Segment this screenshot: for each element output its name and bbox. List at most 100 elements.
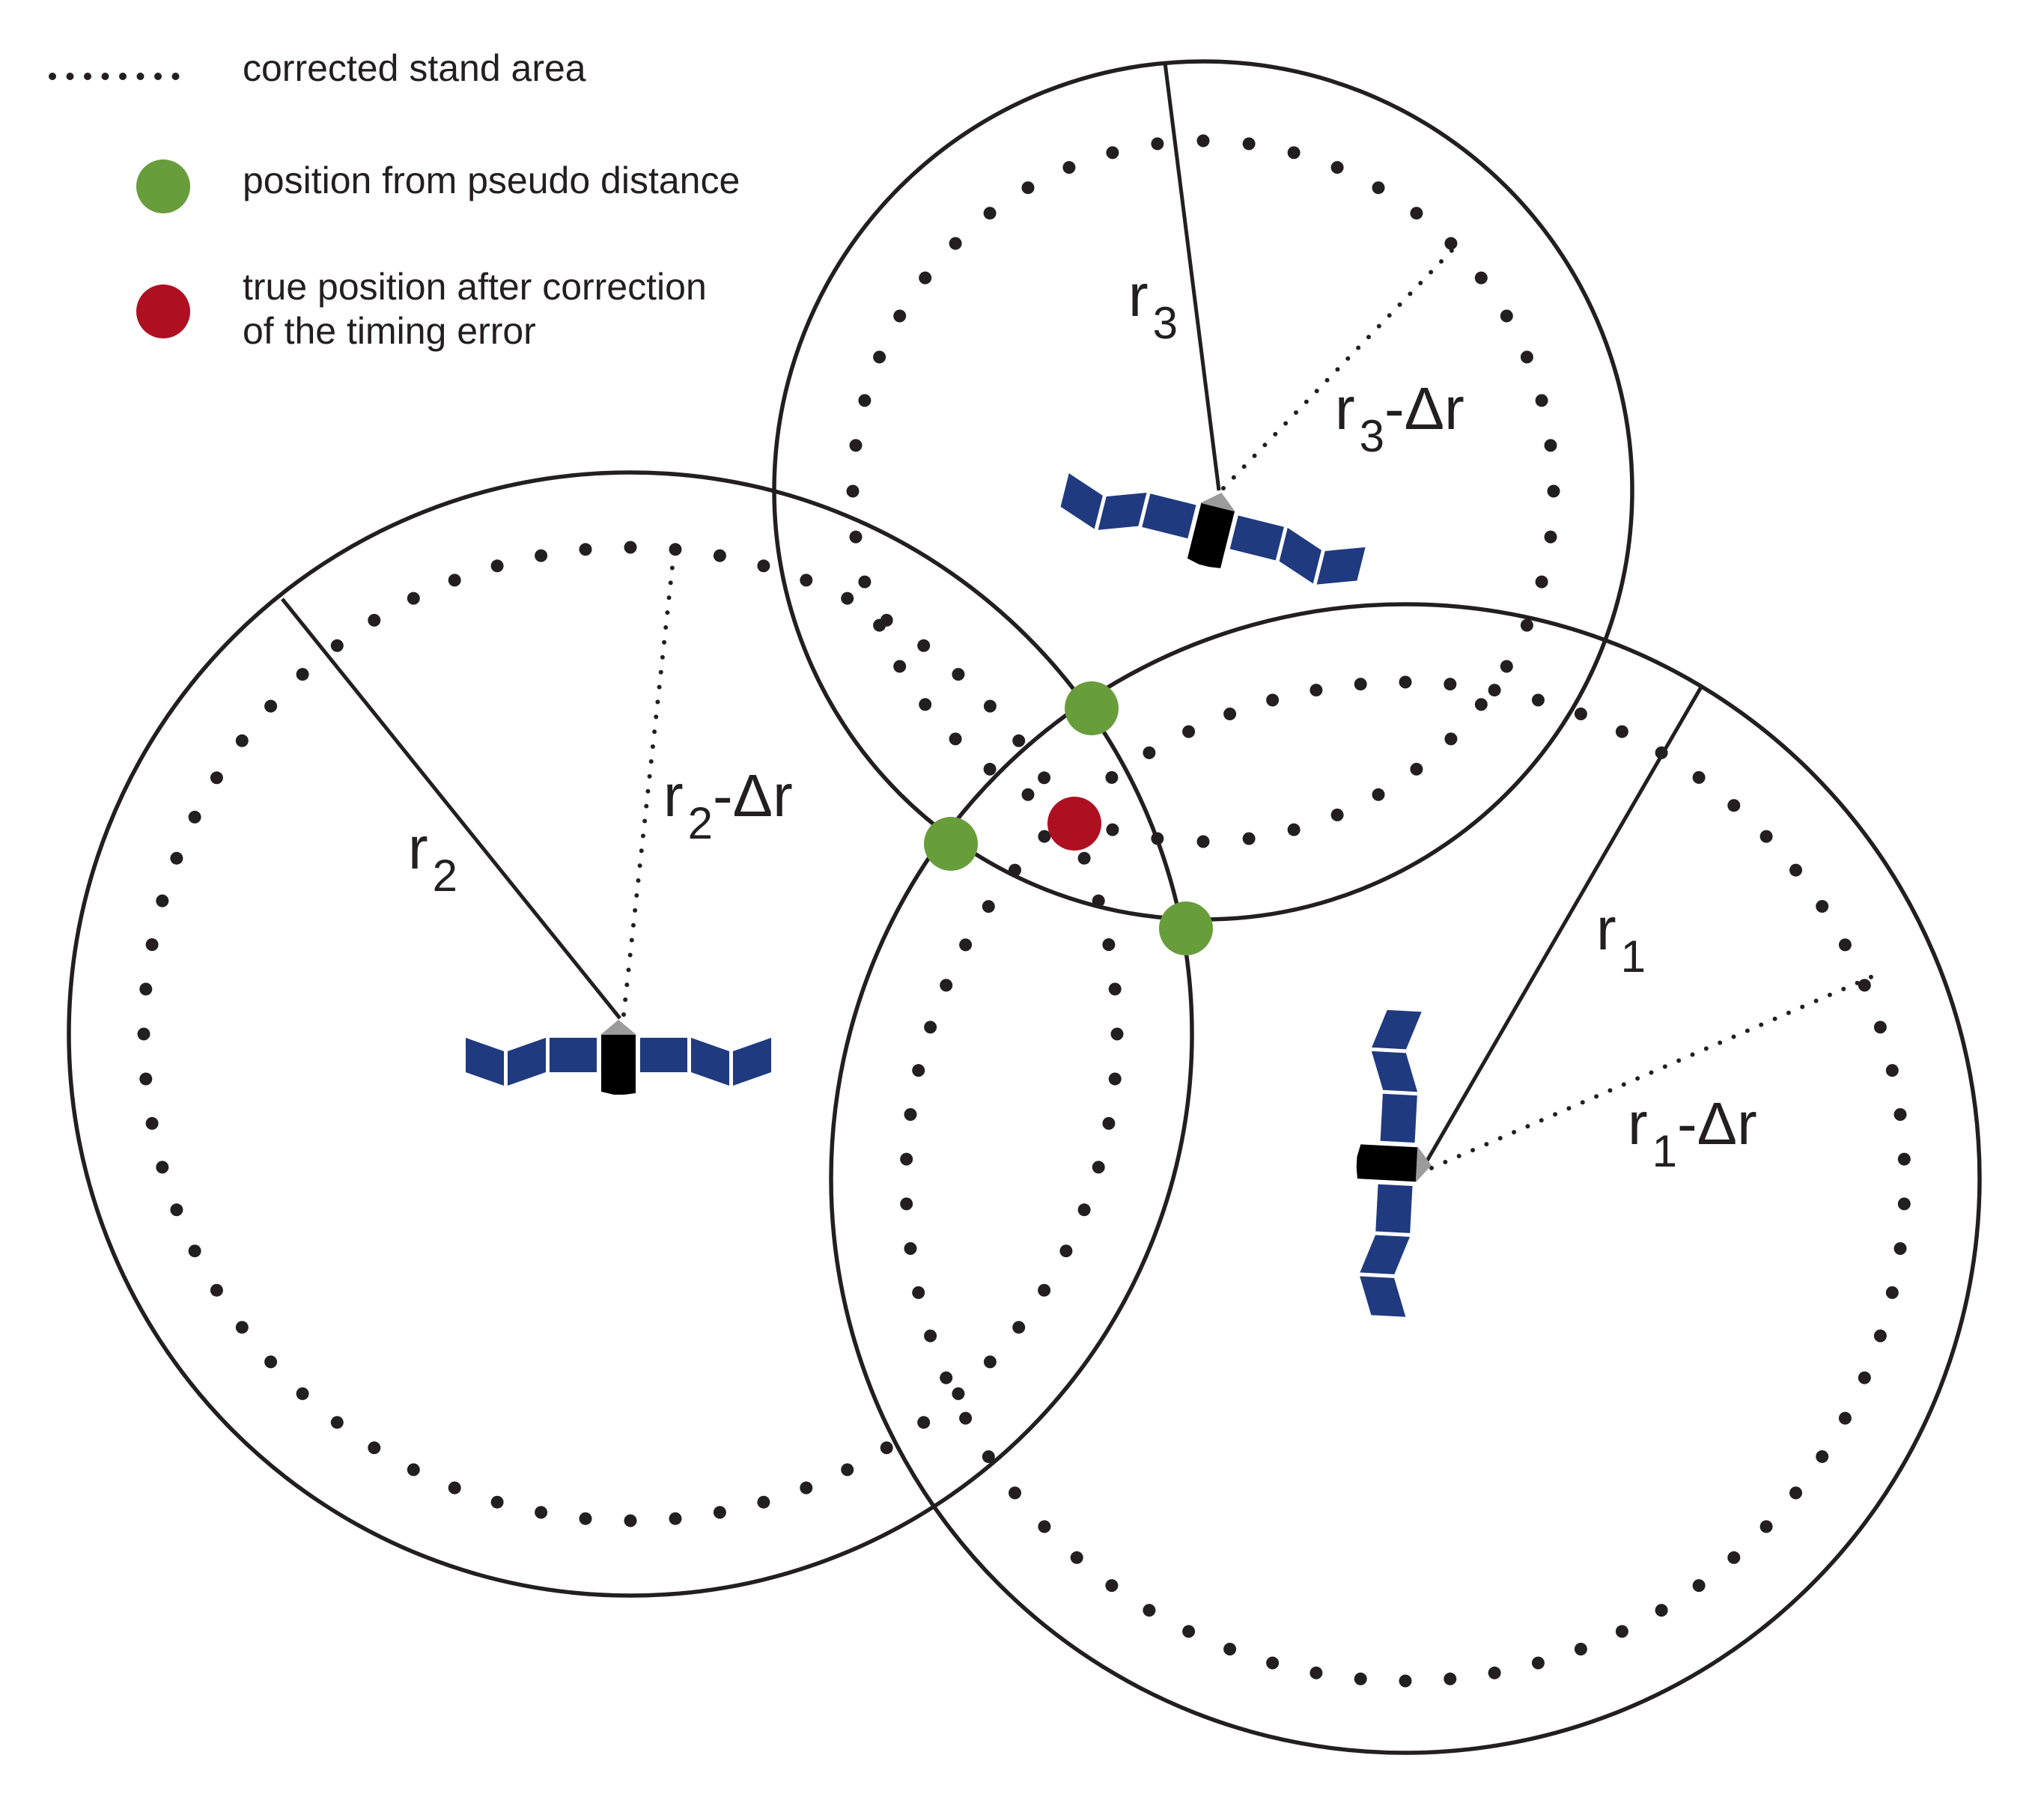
corrected-ring-dot-1 <box>1038 1520 1051 1533</box>
pseudo-position-marker-top <box>1065 681 1119 735</box>
corrected-ring-dot-1 <box>912 1286 925 1299</box>
corrected-ring-dot-2 <box>139 982 153 996</box>
corrected-ring-dot-3 <box>1500 309 1513 323</box>
corrected-ring-dot-1 <box>959 1411 973 1425</box>
corrected-ring-dot-3 <box>1520 350 1533 364</box>
corrected-ring-dot-3 <box>873 618 886 632</box>
pseudo-range-circle-2 <box>67 470 1194 1598</box>
corrected-ring-dot-1 <box>1143 1604 1156 1617</box>
corrected-ring-dot-3 <box>1372 181 1385 195</box>
legend-dot <box>154 73 162 80</box>
corrected-radius-line-r1 <box>1429 974 1875 1170</box>
corrected-ring-dot-1 <box>1531 1656 1545 1670</box>
dotted-line-icon <box>49 73 180 80</box>
corrected-ring-dot-3 <box>858 394 872 407</box>
legend: corrected stand area position from pseud… <box>49 47 740 352</box>
corrected-ring-dot-2 <box>1110 1027 1124 1041</box>
corrected-ring-dot-2 <box>170 851 183 865</box>
corrected-ring-dot-2 <box>368 1441 381 1455</box>
corrected-ring-dot-1 <box>1615 1625 1628 1638</box>
corrected-ring-dot-2 <box>156 894 169 907</box>
corrected-ring-dot-3 <box>1242 137 1256 150</box>
corrected-ring-dot-1 <box>900 1197 913 1211</box>
corrected-ring-dot-2 <box>669 543 682 556</box>
corrected-ring-dot-1 <box>1897 1152 1911 1166</box>
corrected-ring-dot-3 <box>1287 823 1301 836</box>
corrected-ring-dot-1 <box>1838 1411 1852 1425</box>
pseudo-position-marker-bottom <box>1159 901 1213 955</box>
corrected-ring-dot-2 <box>296 668 309 681</box>
corrected-ring-dot-2 <box>800 1481 813 1495</box>
corrected-ring-dot-3 <box>1062 161 1076 174</box>
corrected-ring-dot-1 <box>1692 770 1706 784</box>
corrected-ring-dot-1 <box>1266 693 1280 707</box>
corrected-ring-dot-3 <box>1372 788 1385 801</box>
corrected-ring-dot-2 <box>1012 734 1026 747</box>
corrected-ring-dot-2 <box>757 559 770 573</box>
legend-label-corrected-stand-area: corrected stand area <box>243 47 586 89</box>
corrected-ring-dot-3 <box>1444 732 1458 746</box>
legend-label-true-position-line2: of the timing error <box>243 310 536 352</box>
corrected-ring-dot-1 <box>1727 1551 1741 1564</box>
corrected-ring-dot-3 <box>1196 134 1210 148</box>
corrected-ring-dot-3 <box>1444 237 1458 250</box>
corrected-ring-dot-2 <box>841 1463 854 1477</box>
corrected-ring-dot-1 <box>940 979 953 992</box>
corrected-ring-dot-2 <box>800 574 813 587</box>
corrected-ring-dot-2 <box>330 1416 344 1429</box>
corrected-ring-dot-3 <box>1520 618 1533 632</box>
corrected-ring-dot-1 <box>1838 938 1852 952</box>
pseudo-range-circle-1 <box>829 602 1982 1755</box>
corrected-ring-dot-2 <box>624 1514 637 1527</box>
pseudo-position-marker-left <box>924 817 978 871</box>
corrected-ring-dot-1 <box>1574 1643 1587 1655</box>
corrected-ring-dot-2 <box>156 1161 169 1174</box>
red-dot-icon <box>136 285 190 338</box>
corrected-radius-line-r3 <box>1221 238 1464 490</box>
corrected-ring-dot-1 <box>1310 1666 1323 1679</box>
true-position-marker <box>1047 797 1101 851</box>
corrected-ring-dot-3 <box>949 732 962 746</box>
legend-dot <box>49 73 56 80</box>
satellite-icon <box>1055 455 1370 603</box>
corrected-ring-dot-2 <box>757 1495 770 1509</box>
satellite-icon <box>1348 1009 1440 1319</box>
satellite-1 <box>1348 1009 1440 1319</box>
corrected-ring-dot-2 <box>448 1481 461 1495</box>
satellite-3 <box>1055 455 1370 603</box>
corrected-ring-dot-3 <box>1500 660 1513 673</box>
corrected-ring-dot-1 <box>1574 708 1587 720</box>
corrected-ring-dot-2 <box>1092 1161 1105 1174</box>
corrected-stand-area-rings <box>137 134 1911 1688</box>
corrected-ring-dot-2 <box>1012 1321 1026 1334</box>
radius-line-r1 <box>1424 684 1704 1164</box>
corrected-ring-dot-2 <box>579 543 592 556</box>
corrected-ring-dot-2 <box>264 1355 278 1369</box>
satellite-icon <box>466 1020 771 1095</box>
corrected-ring-dot-1 <box>912 1064 925 1077</box>
corrected-ring-dot-1 <box>1873 1021 1887 1034</box>
corrected-ring-dot-2 <box>235 1321 249 1334</box>
corrected-ring-dot-3 <box>1535 394 1548 407</box>
corrected-ring-dot-1 <box>959 938 973 952</box>
corrected-ring-dot-1 <box>1444 1672 1457 1685</box>
legend-label-true-position-line1: true position after correction <box>243 266 707 308</box>
corrected-ring-dot-2 <box>145 1116 159 1130</box>
corrected-ring-dot-1 <box>900 1152 913 1166</box>
corrected-ring-dot-3 <box>983 207 997 220</box>
corrected-ring-dot-2 <box>264 699 278 713</box>
corrected-ring-dot-2 <box>535 549 548 562</box>
corrected-ring-dot-2 <box>1038 1283 1051 1297</box>
corrected-ring-dot-2 <box>713 1506 726 1519</box>
corrected-ring-dot-3 <box>1106 146 1119 159</box>
corrected-ring-dot-2 <box>1102 1116 1116 1130</box>
corrected-ring-dot-1 <box>1354 1672 1367 1685</box>
corrected-ring-dot-3 <box>1196 835 1210 848</box>
corrected-ring-dot-2 <box>1108 1072 1122 1086</box>
legend-dot <box>84 73 91 80</box>
corrected-ring-dot-1 <box>1759 1520 1773 1533</box>
corrected-ring-dot-1 <box>1789 1486 1802 1500</box>
corrected-ring-dot-3 <box>1330 161 1344 174</box>
